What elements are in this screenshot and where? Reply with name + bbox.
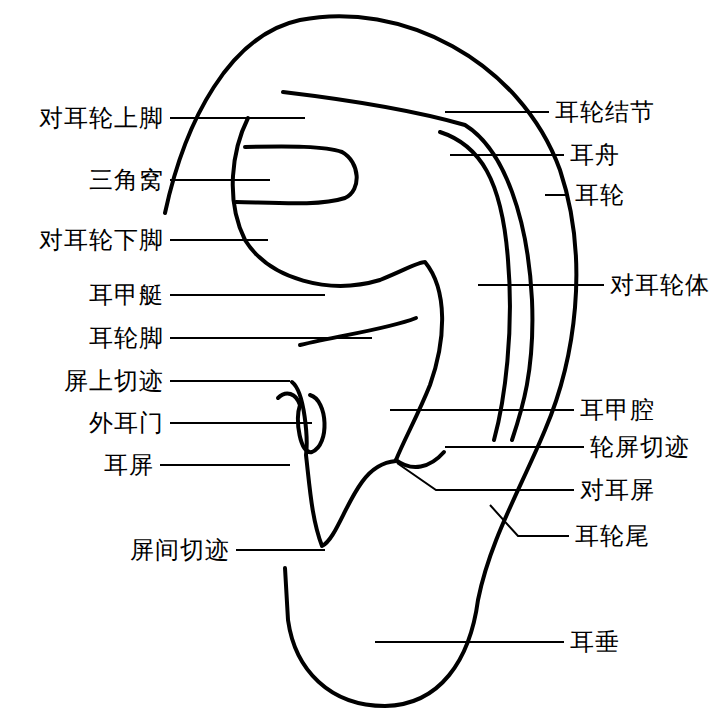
part-label: 耳屏 <box>104 452 154 478</box>
leader-line <box>170 337 372 339</box>
part-label: 耳舟 <box>570 142 620 168</box>
part-label: 外耳门 <box>89 410 164 436</box>
antitragus <box>396 452 444 467</box>
leader-line <box>170 117 305 119</box>
part-label: 耳轮脚 <box>89 325 164 351</box>
tragus <box>292 382 396 546</box>
leader-line <box>390 409 574 411</box>
leader-line <box>170 179 270 181</box>
part-label: 对耳屏 <box>580 477 655 503</box>
helix-crus <box>300 318 416 345</box>
leader-line <box>170 422 312 424</box>
leader-line <box>375 641 564 643</box>
leader-line <box>170 380 290 382</box>
part-label: 对耳轮下脚 <box>39 227 164 253</box>
part-label: 对耳轮体 <box>610 272 710 298</box>
leader-line <box>445 446 584 448</box>
part-label: 轮屏切迹 <box>590 434 690 460</box>
part-label: 耳轮尾 <box>575 523 650 549</box>
leader-line <box>450 154 564 156</box>
part-label: 耳轮 <box>575 182 625 208</box>
part-label: 屏间切迹 <box>130 537 230 563</box>
part-label: 耳甲艇 <box>89 282 164 308</box>
part-label: 耳轮结节 <box>555 99 655 125</box>
leader-line <box>170 239 268 241</box>
part-label: 屏上切迹 <box>64 368 164 394</box>
leader-line <box>445 111 549 113</box>
leader-line <box>397 463 574 490</box>
leader-line <box>478 284 604 286</box>
part-label: 耳垂 <box>570 629 620 655</box>
leader-line <box>170 294 325 296</box>
leader-line <box>490 505 569 536</box>
helix-outline <box>165 16 576 706</box>
part-label: 三角窝 <box>89 167 164 193</box>
antihelix-line <box>233 118 442 460</box>
leader-line <box>236 549 325 551</box>
part-label: 对耳轮上脚 <box>39 105 164 131</box>
leader-line <box>160 464 290 466</box>
part-label: 耳甲腔 <box>580 397 655 423</box>
leader-line <box>545 194 569 196</box>
triangular-fossa <box>236 147 357 204</box>
